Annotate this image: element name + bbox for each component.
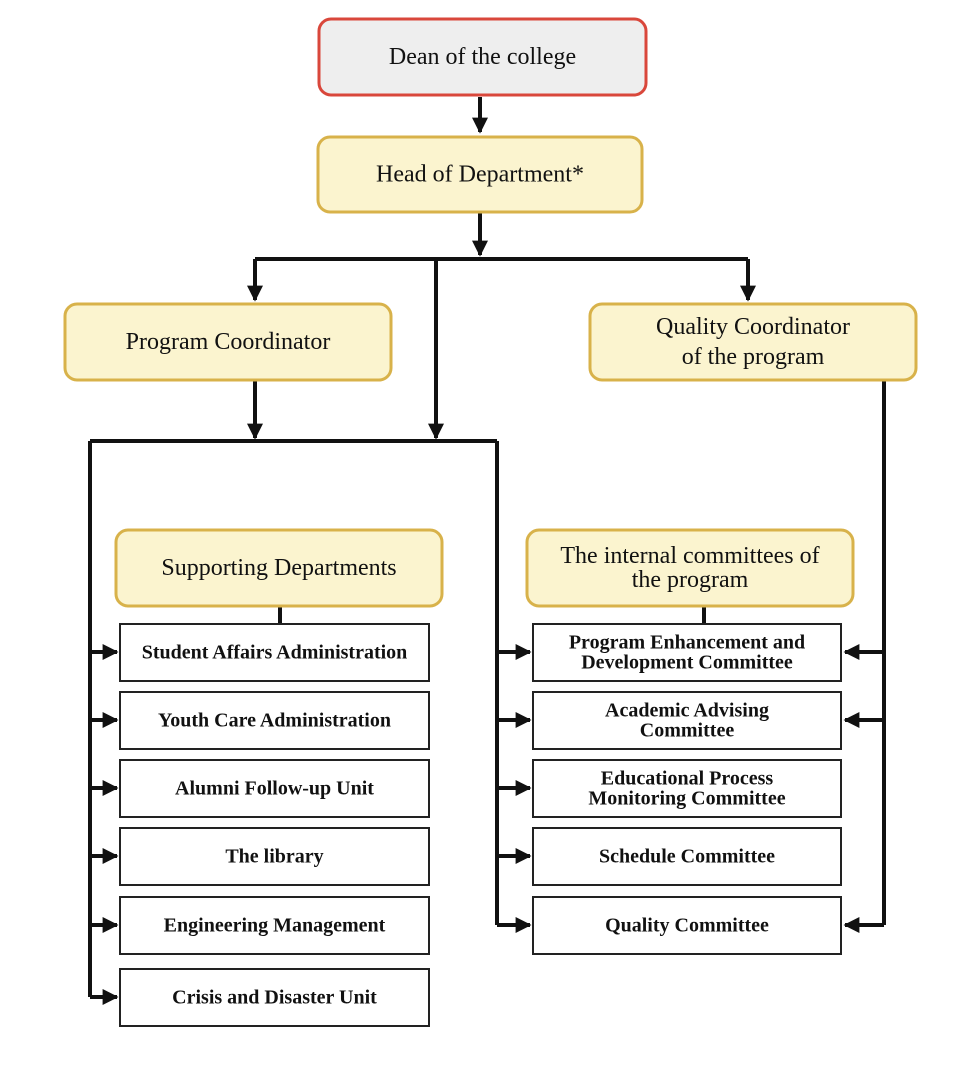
supporting-departments-box-label: Supporting Departments [161,555,396,581]
quality-coordinator-box-label: of the program [682,344,825,370]
supporting-unit-2: Youth Care Administration [119,691,430,750]
committee-5: Quality Committee [532,896,842,955]
connectors [88,97,886,1005]
committee-1-label: Program Enhancement and [569,632,805,654]
dean-box: Dean of the college [317,17,648,97]
supporting-unit-5-label: Engineering Management [164,915,386,937]
committee-3-label: Monitoring Committee [588,788,785,810]
committee-5-label: Quality Committee [605,915,769,937]
program-coordinator-box: Program Coordinator [63,302,393,382]
supporting-unit-1-label: Student Affairs Administration [142,642,408,664]
quality-coordinator-box-label: Quality Coordinator [656,314,850,340]
dean-box-label: Dean of the college [389,44,576,70]
supporting-unit-3-label: Alumni Follow-up Unit [175,778,374,800]
supporting-unit-6-label: Crisis and Disaster Unit [172,987,377,1009]
program-coordinator-box-label: Program Coordinator [126,329,331,355]
committee-4-box [532,827,842,886]
internal-committees-box-label: the program [632,567,749,593]
committee-1-box [532,623,842,682]
supporting-unit-6-box [119,968,430,1027]
supporting-departments-box-box [114,528,444,608]
head-of-department-box: Head of Department* [316,135,644,214]
quality-coordinator-box-box [588,302,918,382]
committee-4-label: Schedule Committee [599,846,775,868]
committee-4: Schedule Committee [532,827,842,886]
supporting-unit-3: Alumni Follow-up Unit [119,759,430,818]
internal-committees-box-label: The internal committees of [560,543,819,569]
supporting-unit-4-box [119,827,430,886]
supporting-unit-4: The library [119,827,430,886]
internal-committees-box-box [525,528,855,608]
supporting-departments-box: Supporting Departments [114,528,444,608]
committee-3-box [532,759,842,818]
head-of-department-box-label: Head of Department* [376,162,584,188]
supporting-unit-1-box [119,623,430,682]
committee-5-box [532,896,842,955]
program-coordinator-box-box [63,302,393,382]
supporting-unit-4-label: The library [225,846,323,868]
supporting-unit-2-box [119,691,430,750]
supporting-unit-1: Student Affairs Administration [119,623,430,682]
committee-1-label: Development Committee [581,652,793,674]
supporting-unit-5: Engineering Management [119,896,430,955]
committee-3-label: Educational Process [601,768,774,790]
head-of-department-box-box [316,135,644,214]
committee-2-label: Committee [640,720,735,742]
committee-2-box [532,691,842,750]
supporting-unit-5-box [119,896,430,955]
dean-box-box [317,17,648,97]
supporting-unit-6: Crisis and Disaster Unit [119,968,430,1027]
supporting-unit-3-box [119,759,430,818]
committee-2-label: Academic Advising [605,700,769,722]
supporting-unit-2-label: Youth Care Administration [158,710,391,732]
quality-coordinator-box: Quality Coordinator of the program [588,302,918,382]
